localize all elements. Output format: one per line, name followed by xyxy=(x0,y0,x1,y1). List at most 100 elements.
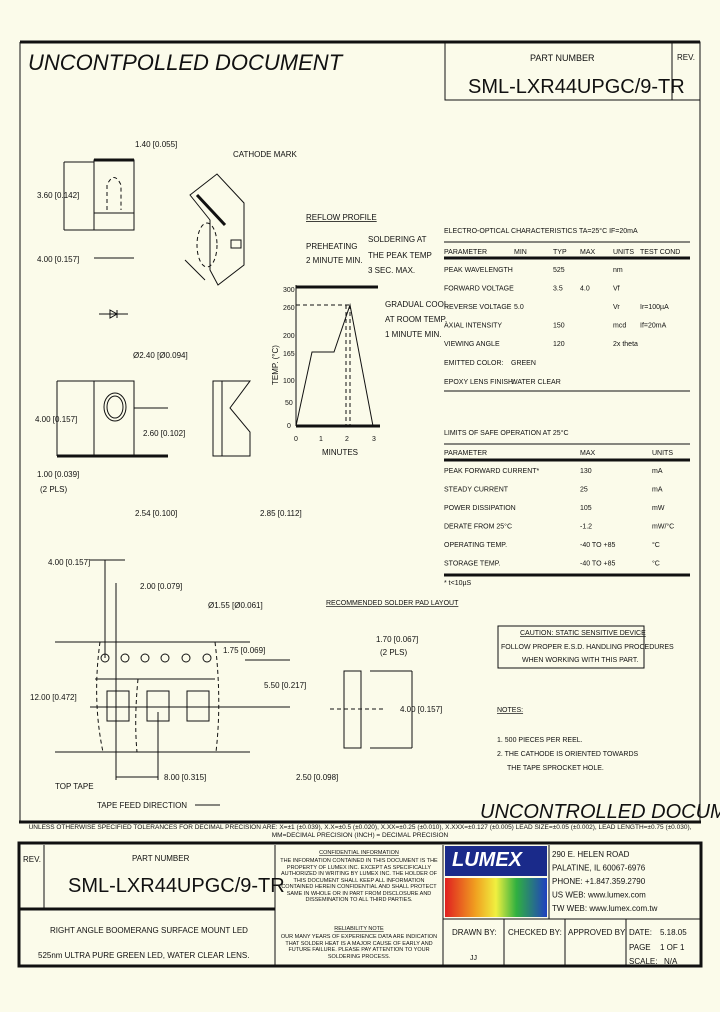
address-line: US WEB: www.lumex.com xyxy=(552,891,646,900)
top-tape-label: TOP TAPE xyxy=(55,782,94,791)
reliability-line: SOLDER HEAT IS A MAJOR CAUSE OF EARLY AN… xyxy=(288,940,433,954)
reflow-curve xyxy=(295,285,380,428)
pad-gap-dim: 2.50 [0.098] xyxy=(296,773,338,782)
limits-cell: PEAK FORWARD CURRENT* xyxy=(444,468,540,475)
date: 5.18.05 xyxy=(660,928,687,937)
eo-cell: Vr xyxy=(613,304,620,311)
pad-length-dim: 4.00 [0.157] xyxy=(400,705,442,714)
address-line: PHONE: +1.847.359.2790 xyxy=(552,877,646,886)
reflow-yticks: 300 260 200 165 100 50 0 xyxy=(283,287,295,430)
led-front-view xyxy=(56,380,168,458)
tb-part-label: PART NUMBER xyxy=(132,854,190,863)
pad-pitch: 2.54 [0.100] xyxy=(135,509,177,518)
limits-cell: °C xyxy=(652,541,660,549)
tb-rev-label: REV. xyxy=(23,855,41,864)
caution-line-1: CAUTION: STATIC SENSITIVE DEVICE xyxy=(520,630,646,637)
tb-description-2: 525nm ULTRA PURE GREEN LED, WATER CLEAR … xyxy=(38,951,249,960)
limits-cell: mW xyxy=(652,505,665,512)
limits-cell: STORAGE TEMP. xyxy=(444,561,500,568)
limits-cell: -40 TO +85 xyxy=(580,542,615,549)
limits-cell: 130 xyxy=(580,468,592,475)
tape-pitch-hole: 4.00 [0.157] xyxy=(48,558,90,567)
reflow-solder-3: 3 SEC. MAX. xyxy=(368,266,415,275)
tape-hole-to-pocket: 2.00 [0.079] xyxy=(140,582,182,591)
limits-cell: STEADY CURRENT xyxy=(444,487,509,494)
limits-cell: DERATE FROM 25°C xyxy=(444,523,512,531)
reliability-line: OUR MANY YEARS OF EXPERIENCE DATA ARE IN… xyxy=(280,934,438,947)
header-part-label: PART NUMBER xyxy=(530,53,595,63)
tape-feed-direction: TAPE FEED DIRECTION xyxy=(97,801,187,810)
dim-width-top: 1.40 [0.055] xyxy=(135,140,177,149)
caution-line-2: FOLLOW PROPER E.S.D. HANDLING PROCEDURES xyxy=(501,644,674,651)
limits-footnote: * t<10µS xyxy=(444,580,472,587)
eo-cell: 525 xyxy=(553,267,565,274)
date-label: DATE: xyxy=(629,928,652,937)
ytick: 200 xyxy=(283,333,295,340)
eo-header: PARAMETER xyxy=(444,249,487,256)
title-block xyxy=(17,841,703,968)
reflow-preheat-1: PREHEATING xyxy=(306,242,357,251)
eo-cell: Vf xyxy=(613,286,620,293)
dim-width: 4.00 [0.157] xyxy=(37,255,79,264)
confidential-line: CONTAINED HEREIN CONFIDENTIAL AND SHALL … xyxy=(281,884,437,897)
drawn-by: JJ xyxy=(470,955,477,962)
eo-cell: VIEWING ANGLE xyxy=(444,341,500,348)
page-label: PAGE xyxy=(629,943,651,952)
emitted-color-label: EMITTED COLOR: xyxy=(444,360,504,367)
eo-cell: FORWARD VOLTAGE xyxy=(444,286,514,293)
eo-cell: 150 xyxy=(553,323,565,330)
limits-cell: 25 xyxy=(580,487,588,494)
caution-box xyxy=(497,625,645,669)
header-rev-label: REV. xyxy=(677,53,695,62)
limits-cell: mA xyxy=(652,487,663,494)
limits-cell: -40 TO +85 xyxy=(580,561,615,568)
ytick: 0 xyxy=(287,423,291,430)
eo-cell: 5.0 xyxy=(514,304,524,311)
eo-header: TEST COND xyxy=(640,249,680,256)
limits-cell: -1.2 xyxy=(580,524,592,531)
lumex-logo xyxy=(445,846,547,917)
confidential-line: LUMEX INC. EXCEPT AS SPECIFICALLY AUTHOR… xyxy=(281,864,432,878)
diode-symbol-icon xyxy=(99,309,128,319)
eo-cell: 3.5 xyxy=(553,286,563,293)
confidential-line: THE INFORMATION CONTAINED IN THIS DOCUME… xyxy=(280,858,438,871)
pad-layout xyxy=(330,670,413,749)
eo-cell: 120 xyxy=(553,341,565,348)
ytick: 100 xyxy=(283,378,295,385)
eo-header: TYP xyxy=(553,249,567,256)
eo-cell: PEAK WAVELENGTH xyxy=(444,267,513,274)
eo-cell: nm xyxy=(613,267,623,274)
ytick: 300 xyxy=(283,287,295,294)
reflow-cool-2: AT ROOM TEMP. xyxy=(385,315,447,324)
watermark-bottom: UNCONTROLLED DOCUMENT xyxy=(480,801,720,823)
limits-header: PARAMETER xyxy=(444,450,487,457)
reflow-cool-1: GRADUAL COOL xyxy=(385,300,449,309)
tape-center: 5.50 [0.217] xyxy=(264,681,306,690)
page: 1 OF 1 xyxy=(660,943,685,952)
pad-qty: (2 PLS) xyxy=(40,485,67,494)
scale-label: SCALE: xyxy=(629,957,657,966)
scale: N/A xyxy=(664,957,678,966)
tape-width: 12.00 [0.472] xyxy=(30,693,77,702)
led-isometric-view xyxy=(184,173,245,286)
limits-cell: mA xyxy=(652,468,663,475)
xtick: 0 xyxy=(294,436,298,443)
pad-title: RECOMMENDED SOLDER PAD LAYOUT xyxy=(326,600,459,607)
approved-by-label: APPROVED BY: xyxy=(568,928,627,937)
ytick: 260 xyxy=(283,305,295,312)
reliability-text: OUR MANY YEARS OF EXPERIENCE DATA ARE IN… xyxy=(278,934,440,960)
logo-text: LUMEX xyxy=(452,849,524,871)
emitted-color: GREEN xyxy=(511,360,536,367)
eo-cell: 2x theta xyxy=(613,341,638,348)
drawn-by-label: DRAWN BY: xyxy=(452,928,497,937)
reflow-cool-3: 1 MINUTE MIN. xyxy=(385,330,441,339)
reflow-xticks: 0 1 2 3 xyxy=(294,436,376,443)
eo-header: MIN xyxy=(514,249,527,256)
confidential-text: THE INFORMATION CONTAINED IN THIS DOCUME… xyxy=(278,858,440,904)
checked-by-label: CHECKED BY: xyxy=(508,928,562,937)
note-1: 1. 500 PIECES PER REEL. xyxy=(497,737,583,744)
ytick: 165 xyxy=(283,351,295,358)
